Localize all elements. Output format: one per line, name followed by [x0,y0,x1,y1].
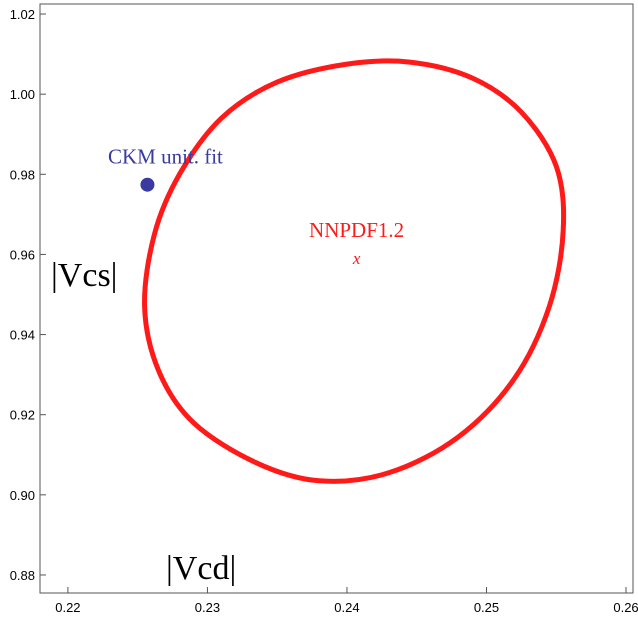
y-tick-label: 0.88 [10,568,35,583]
x-tick-label: 0.23 [195,600,220,615]
ckm-fit-label: CKM unit. fit [108,145,223,169]
x-axis-ticks: 0.22 0.23 0.24 0.25 0.26 [55,587,638,615]
y-tick-label: 0.90 [10,488,35,503]
ellipse-label: NNPDF1.2 [309,218,404,242]
y-axis-title: |Vcs| [51,257,118,294]
x-tick-label: 0.26 [613,600,638,615]
y-tick-label: 0.98 [10,167,35,182]
x-axis-title: |Vcd| [166,550,236,587]
x-tick-label: 0.25 [474,600,499,615]
x-tick-label: 0.24 [334,600,359,615]
y-tick-label: 1.00 [10,87,35,102]
y-tick-label: 1.02 [10,7,35,22]
ellipse-center-marker: x [352,249,361,268]
y-axis-ticks: 0.88 0.90 0.92 0.94 0.96 0.98 1.00 1.02 [10,7,46,583]
plot-frame [39,3,634,594]
x-tick-label: 0.22 [55,600,80,615]
nnpdf-error-ellipse [142,58,567,484]
ckm-fit-point [140,177,155,192]
y-tick-label: 0.94 [10,328,35,343]
y-tick-label: 0.96 [10,247,35,262]
y-tick-label: 0.92 [10,408,35,423]
